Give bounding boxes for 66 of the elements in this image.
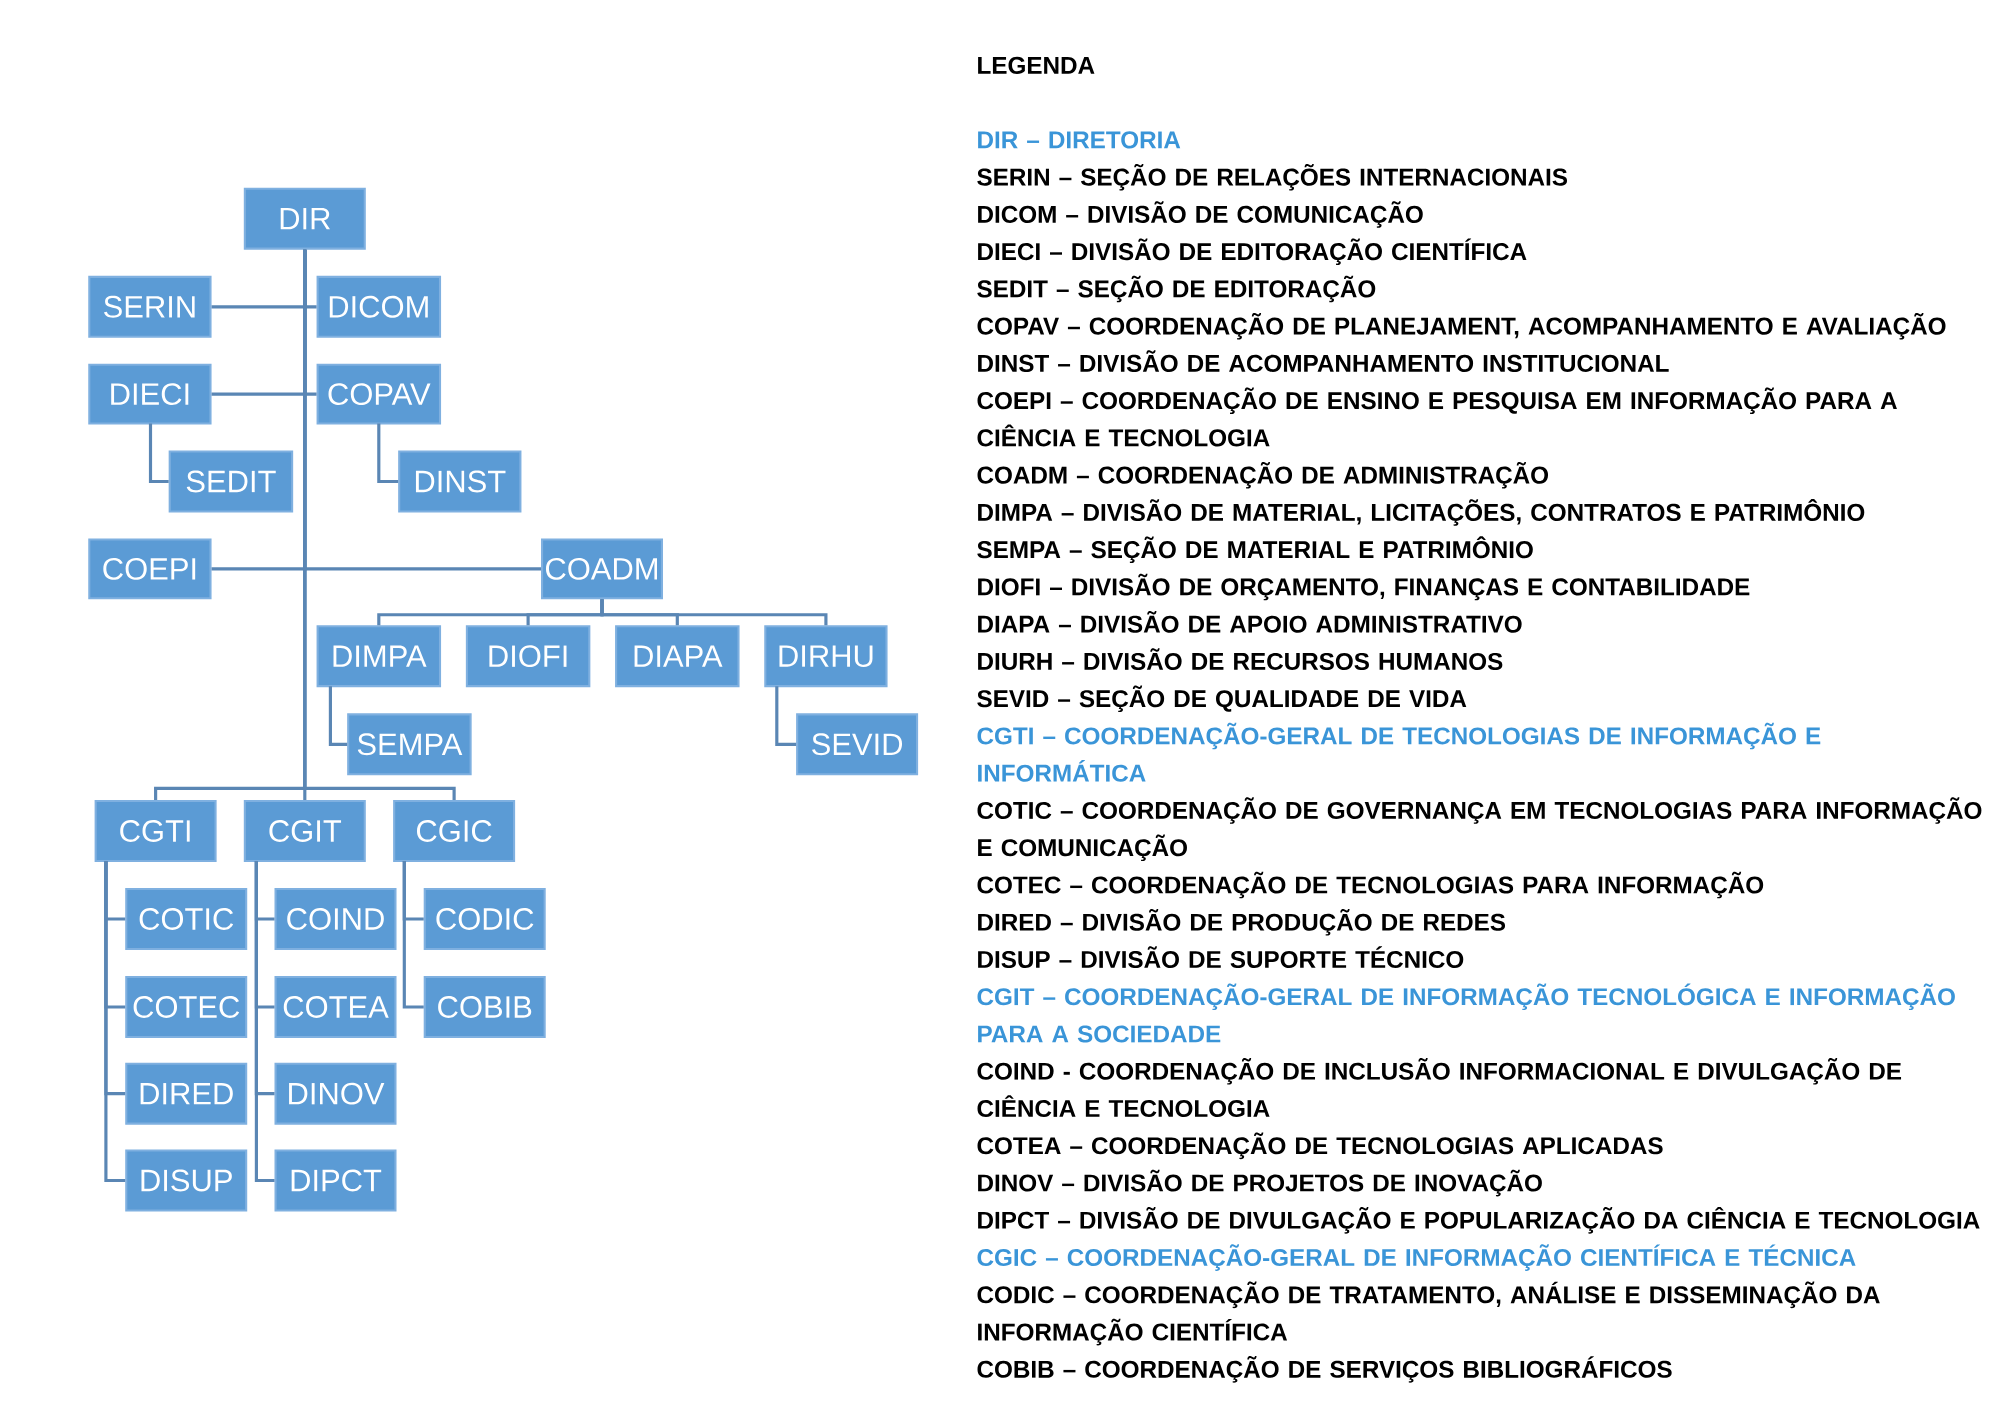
org-box: COTEC [125, 975, 248, 1038]
connector-line [328, 685, 348, 746]
legend-entry: DIAPA – DIVISÃO DE APOIO ADMINISTRATIVO [978, 610, 1522, 633]
org-box: DIAPA [615, 624, 740, 687]
legend-entry: SERIN – SEÇÃO DE RELAÇÕES INTERNACIONAIS [977, 163, 1567, 191]
connector-line [775, 685, 797, 746]
legend-entry: COEPI – COORDENAÇÃO DE ENSINO E PESQUISA EM INFORMAÇÃO PARA A CIÊNCIA E TECNOLOGIA [977, 387, 1897, 447]
org-box: DISUP [125, 1149, 248, 1212]
legend-entry: DIPCT – DIVISÃO DE DIVULGAÇÃO E POPULARIZAÇÃO DA CIÊNCIA E TECNOLOGIA [978, 1206, 1980, 1234]
org-box: DIRHU [764, 624, 888, 687]
legend-entry: DIRED – DIVISÃO DE PRODUÇÃO DE REDES [978, 908, 1506, 936]
legend-entry: SEMPA – SEÇÃO DE MATERIAL E PATRIMÔNIO [977, 536, 1533, 563]
org-box: COPAV [316, 363, 442, 425]
legend-entry: DIOFI – DIVISÃO DE ORÇAMENTO, FINANÇAS E CONTABILIDADE [978, 573, 1750, 601]
connector-line [254, 860, 275, 1182]
org-box: CGTI [94, 799, 217, 862]
org-box: COEPI [88, 538, 212, 600]
org-box: COADM [541, 538, 663, 600]
legend-entry: CODIC – COORDENAÇÃO DE TRATAMENTO, ANÁLISE E DISSEMINAÇÃO DA INFORMAÇÃO CIENTÍFICA [977, 1281, 1880, 1346]
org-box: DIR [243, 187, 366, 250]
legend-entry: DIECI – DIVISÃO DE EDITORAÇÃO CIENTÍFICA [978, 238, 1527, 265]
org-box: COTIC [125, 887, 248, 950]
legend-entry: SEVID – SEÇÃO DE QUALIDADE DE VIDA [977, 685, 1467, 712]
org-box: DIRED [125, 1062, 248, 1125]
connector-line [104, 860, 126, 1182]
connector-line [303, 249, 456, 800]
org-box: COIND [274, 887, 397, 950]
org-box: SEDIT [168, 450, 294, 513]
legend-entry: COBIB – COORDENAÇÃO DE SERVIÇOS BIBLIOGRÁFICOS [977, 1355, 1672, 1383]
legend-entry: DIMPA – DIVISÃO DE MATERIAL, LICITAÇÕES, CONTRATOS E PATRIMÔNIO [978, 498, 1865, 526]
org-box: CGIT [243, 799, 366, 862]
org-box: COBIB [423, 975, 546, 1038]
org-box: DIOFI [465, 624, 591, 687]
legend-entry: DISUP – DIVISÃO DE SUPORTE TÉCNICO [978, 946, 1464, 968]
legend-entry: DIURH – DIVISÃO DE RECURSOS HUMANOS [978, 647, 1503, 670]
legend-entry: DINOV – DIVISÃO DE PROJETOS DE INOVAÇÃO [978, 1169, 1542, 1197]
org-box: DIPCT [274, 1149, 397, 1212]
legend-entry: COTIC – COORDENAÇÃO DE GOVERNANÇA EM TECNOLOGIAS PARA INFORMAÇÃO E COMUNICAÇÃO [977, 797, 1982, 861]
connector-line [377, 423, 399, 483]
org-box: CODIC [423, 887, 546, 950]
org-box: COTEA [274, 975, 397, 1038]
legend-entry: COTEA – COORDENAÇÃO DE TECNOLOGIAS APLICADAS [977, 1132, 1663, 1159]
org-box: DINOV [274, 1062, 397, 1125]
legend-entry: DINST – DIVISÃO DE ACOMPANHAMENTO INSTITUCIONAL [978, 349, 1669, 372]
legend-entry: SEDIT – SEÇÃO DE EDITORAÇÃO [977, 275, 1376, 303]
connector-line [402, 860, 424, 1009]
legend-entry: CGIT – COORDENAÇÃO-GERAL DE INFORMAÇÃO TECNOLÓGICA E INFORMAÇÃO PARA A SOCIEDADE [977, 983, 1955, 1043]
connector-line [600, 599, 828, 625]
legend-entry: CGTI – COORDENAÇÃO-GERAL DE TECNOLOGIAS DE INFORMAÇÃO E INFORMÁTICA [977, 722, 1821, 782]
connector-line [148, 423, 169, 483]
org-box: SEMPA [347, 713, 472, 776]
legend-entry: COADM – COORDENAÇÃO DE ADMINISTRAÇÃO [977, 461, 1549, 489]
org-box: DINST [398, 450, 522, 513]
org-box: SERIN [88, 275, 212, 338]
legend-entry: COTEC – COORDENAÇÃO DE TECNOLOGIAS PARA INFORMAÇÃO [977, 871, 1764, 899]
legend-entry: COPAV – COORDENAÇÃO DE PLANEJAMENT, ACOMPANHAMENTO E AVALIAÇÃO [977, 312, 1946, 340]
org-box: SEVID [796, 713, 919, 776]
org-box: CGIC [393, 799, 516, 862]
org-box: DIECI [88, 363, 212, 425]
legend-heading: LEGENDA [978, 56, 1095, 74]
legend-entry: DICOM – DIVISÃO DE COMUNICAÇÃO [978, 200, 1423, 228]
legend-entry: DIR – DIRETORIA [978, 131, 1181, 149]
legend-entry: CGIC – COORDENAÇÃO-GERAL DE INFORMAÇÃO CIENTÍFICA E TÉCNICA [977, 1244, 1856, 1271]
legend-entry: COIND - COORDENAÇÃO DE INCLUSÃO INFORMACIONAL E DIVULGAÇÃO DE CIÊNCIA E TECNOLOGIA [977, 1057, 1902, 1117]
org-box: DIMPA [316, 624, 442, 687]
org-box: DICOM [316, 275, 442, 338]
